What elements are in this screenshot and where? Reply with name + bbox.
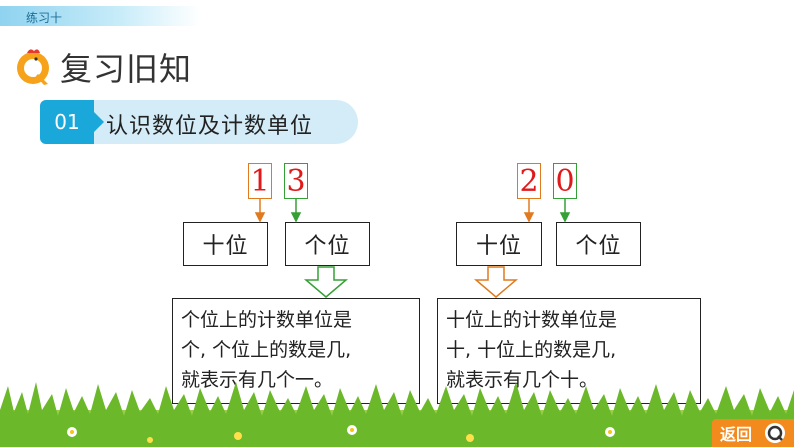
back-button-label: 返回 [720,425,753,444]
ones-description-box: 个位上的计数单位是 个, 个位上的数是几, 就表示有几个一。 [172,298,420,404]
big-arrow-ones [303,266,349,298]
tens-description-box: 十位上的计数单位是 十, 十位上的数是几, 就表示有几个十。 [437,298,701,404]
big-arrow-tens [473,266,519,298]
arrow-tens-2 [523,199,535,223]
section-number: 01 [40,100,104,144]
lesson-tag: 练习十 [26,11,63,25]
heading-group: 复习旧知 [14,45,192,89]
tens-digit-box: 1 [248,163,272,199]
back-button[interactable]: 返回 [712,419,794,447]
header-stripe [0,6,200,26]
description-line: 个位上的计数单位是 [181,309,353,331]
ones-place-box: 个位 [285,222,370,266]
description-line: 就表示有几个十。 [446,369,599,391]
arrow-tens-1 [254,199,266,223]
tens-place-box: 十位 [456,222,542,266]
ones-digit-box: 3 [284,163,308,199]
description-line: 个, 个位上的数是几, [181,339,352,361]
tens-place-box: 十位 [183,222,268,266]
ones-digit-box: 0 [553,163,577,199]
q-back-icon [764,422,786,444]
page-title: 复习旧知 [60,50,193,88]
description-line: 十, 十位上的数是几, [446,339,617,361]
arrow-ones-1 [290,199,302,223]
description-line: 就表示有几个一。 [181,369,334,391]
top-bar: 练习十 [0,0,794,30]
ones-place-box: 个位 [556,222,641,266]
tens-digit-box: 2 [517,163,541,199]
section-title: 认识数位及计数单位 [106,114,314,139]
grass-decoration [0,382,794,447]
q-logo-icon [14,47,54,87]
description-line: 十位上的计数单位是 [446,309,618,331]
arrow-ones-2 [559,199,571,223]
